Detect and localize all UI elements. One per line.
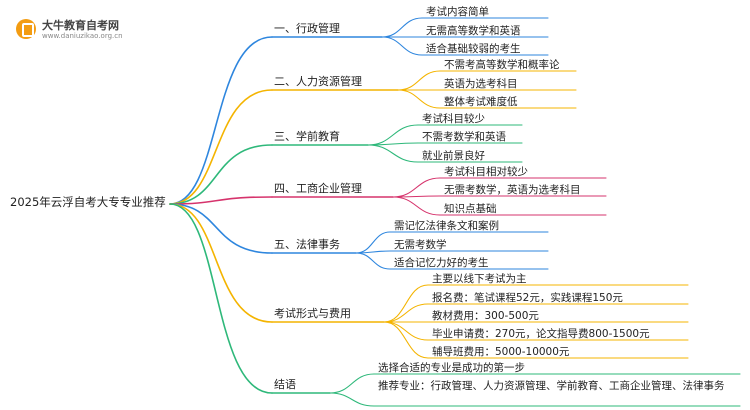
leaf-label: 教材费用：300-500元 — [432, 310, 539, 322]
branch-label: 四、工商企业管理 — [274, 182, 362, 195]
root-branch-connector — [169, 144, 273, 205]
leaf-label: 不需考高等数学和概率论 — [444, 59, 560, 71]
root-node: 2025年云浮自考大专专业推荐 — [10, 195, 166, 209]
branch-leaf-connector — [383, 303, 429, 323]
branch-leaf-connector — [329, 373, 375, 394]
leaf-label: 英语为选考科目 — [444, 78, 518, 90]
branch-label: 考试形式与费用 — [274, 307, 351, 320]
leaf-label: 毕业申请费：270元，论文指导费800-1500元 — [432, 328, 650, 340]
leaf-label: 不需考数学和英语 — [422, 131, 506, 143]
root-branch-connector — [169, 203, 273, 323]
logo-url: www.daniuzikao.org.cn — [42, 32, 123, 40]
branch-leaf-connector — [392, 196, 441, 216]
leaf-label: 考试内容简单 — [426, 6, 489, 18]
branch-label: 五、法律事务 — [274, 238, 340, 251]
branch-label: 结语 — [274, 378, 296, 391]
branch-leaf-connector — [383, 284, 429, 323]
leaf-label: 就业前景良好 — [422, 150, 485, 162]
root-branch-connector — [169, 203, 273, 394]
branch-leaf-connector — [381, 36, 423, 56]
leaf-label: 无需考数学 — [394, 239, 447, 251]
leaf-label: 考试科目相对较少 — [444, 166, 528, 178]
branch-label: 三、学前教育 — [274, 130, 340, 143]
leaf-label: 适合记忆力好的考生 — [394, 257, 489, 269]
branch-leaf-connector — [392, 177, 441, 198]
branch-label: 二、人力资源管理 — [274, 75, 362, 88]
root-branch-connector — [169, 36, 273, 205]
root-branch-connector — [169, 196, 273, 205]
leaf-label: 推荐专业：行政管理、人力资源管理、学前教育、工商企业管理、法律事务 — [378, 380, 725, 392]
branch-leaf-connector — [383, 321, 429, 341]
logo-name: 大牛教育自考网 — [42, 19, 119, 32]
leaf-label: 无需高等数学和英语 — [426, 25, 521, 37]
leaf-label: 选择合适的专业是成功的第一步 — [378, 362, 525, 374]
root-branch-connector — [169, 203, 273, 254]
branch-leaf-connector — [355, 252, 391, 270]
branch-leaf-connector — [367, 144, 419, 163]
leaf-label: 需记忆法律条文和案例 — [394, 220, 499, 232]
leaf-label: 主要以线下考试为主 — [432, 273, 527, 285]
branch-leaf-connector — [329, 392, 375, 407]
site-logo: 大牛教育自考网 www.daniuzikao.org.cn — [4, 7, 154, 47]
branch-leaf-connector — [381, 17, 423, 38]
branch-leaf-connector — [383, 321, 429, 359]
root-branch-connector — [169, 89, 273, 205]
leaf-label: 报名费：笔试课程52元，实践课程150元 — [432, 292, 623, 304]
leaf-label: 整体考试难度低 — [444, 96, 518, 108]
book-icon — [16, 19, 36, 39]
leaf-label: 知识点基础 — [444, 203, 497, 215]
leaf-label: 适合基础较弱的考生 — [426, 43, 521, 55]
branch-leaf-connector — [397, 70, 441, 91]
branch-leaf-connector — [355, 231, 391, 254]
leaf-label: 辅导班费用：5000-10000元 — [432, 346, 570, 358]
branch-label: 一、行政管理 — [274, 22, 340, 35]
leaf-label: 无需考数学，英语为选考科目 — [444, 184, 581, 196]
branch-leaf-connector — [397, 89, 441, 109]
leaf-label: 考试科目较少 — [422, 113, 485, 125]
branch-leaf-connector — [367, 124, 419, 146]
